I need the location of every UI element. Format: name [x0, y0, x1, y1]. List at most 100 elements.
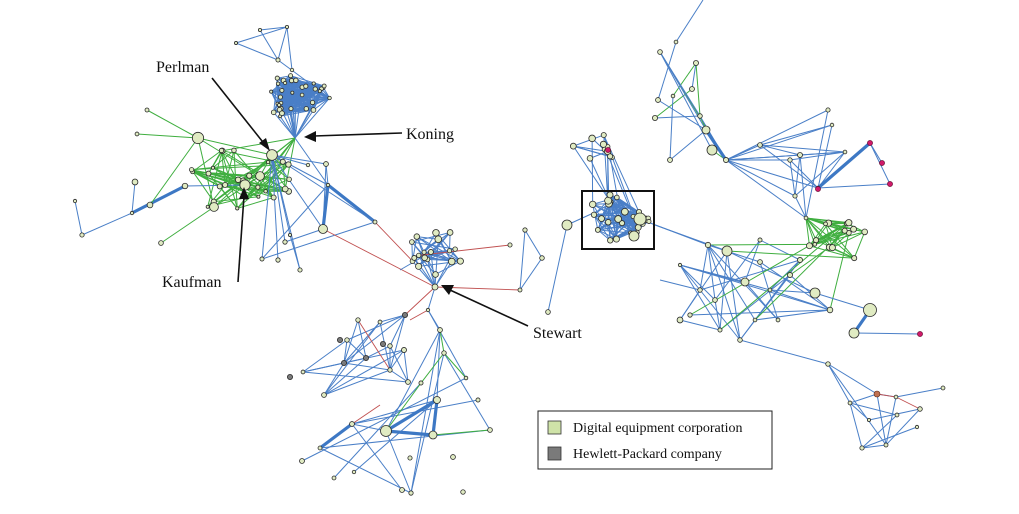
network-edge [854, 333, 920, 334]
network-node [275, 76, 279, 80]
network-node [722, 246, 732, 256]
legend-label-digital: Digital equipment corporation [573, 421, 743, 436]
network-node [713, 298, 718, 303]
network-node [147, 202, 153, 208]
network-node [373, 220, 377, 224]
network-node [862, 229, 868, 235]
network-node [310, 100, 314, 104]
network-node [432, 284, 438, 290]
network-edge [344, 363, 390, 370]
network-node [324, 162, 329, 167]
network-node [289, 78, 293, 82]
network-node [328, 96, 332, 100]
network-node [605, 147, 610, 152]
network-node [461, 490, 466, 495]
network-node [159, 241, 164, 246]
network-node [433, 229, 440, 236]
network-node [806, 243, 812, 249]
network-node [283, 240, 287, 244]
network-node [678, 263, 681, 266]
network-node [304, 107, 308, 111]
network-node [80, 233, 84, 237]
network-node [322, 393, 327, 398]
network-node [589, 201, 595, 207]
network-node [282, 186, 288, 192]
network-edge [236, 43, 278, 60]
network-edge [828, 364, 850, 403]
network-edge [655, 116, 700, 118]
network-node [884, 443, 888, 447]
network-node [402, 312, 407, 317]
network-node [918, 407, 923, 412]
network-node [301, 370, 305, 374]
network-node [608, 238, 613, 243]
network-edge [433, 430, 490, 435]
network-edge [320, 424, 352, 448]
network-node [276, 82, 279, 85]
network-edge [520, 230, 525, 290]
network-node [414, 234, 420, 240]
network-edge [670, 130, 706, 160]
network-node [381, 426, 392, 437]
network-edge [790, 160, 795, 196]
network-node [276, 258, 280, 262]
legend-swatch-digital [548, 421, 561, 434]
network-node [271, 195, 276, 200]
network-edge [132, 182, 135, 213]
network-node [570, 143, 576, 149]
network-node [591, 212, 596, 217]
network-node [860, 446, 864, 450]
network-node [256, 185, 260, 189]
network-node [287, 177, 292, 182]
network-edge [692, 63, 696, 89]
network-node [294, 78, 298, 82]
network-node [435, 236, 442, 243]
network-node [378, 320, 382, 324]
network-node [690, 87, 695, 92]
network-node [852, 256, 857, 261]
network-edge [726, 110, 828, 160]
network-node [287, 374, 292, 379]
network-node [702, 126, 710, 134]
network-node [289, 107, 293, 111]
network-edge [720, 224, 847, 330]
network-edge [328, 185, 375, 222]
network-node [319, 225, 328, 234]
network-edge [433, 400, 437, 435]
network-node [419, 381, 423, 385]
network-node [258, 28, 261, 31]
label-koning: Koning [406, 126, 454, 143]
network-node [658, 50, 663, 55]
network-node [260, 257, 264, 261]
network-node [447, 249, 451, 253]
network-node [271, 110, 276, 115]
network-node [277, 104, 280, 107]
network-node [289, 74, 293, 78]
network-node [830, 123, 834, 127]
network-edge [886, 409, 920, 445]
label-stewart: Stewart [533, 325, 582, 342]
network-node [232, 148, 237, 153]
network-edge [608, 151, 609, 222]
network-edge [375, 222, 413, 261]
network-node [915, 425, 918, 428]
network-node [599, 216, 605, 222]
network-node [412, 255, 417, 260]
network-node [621, 208, 628, 215]
network-edge [260, 30, 278, 60]
network-node [451, 455, 456, 460]
network-edge [680, 320, 720, 330]
network-node [311, 108, 316, 113]
network-node [851, 226, 857, 232]
network-edge [700, 245, 708, 290]
network-node [278, 95, 282, 99]
network-edge [320, 448, 411, 493]
network-node [589, 135, 596, 142]
network-node [787, 272, 792, 277]
network-edge [444, 353, 466, 378]
network-node [813, 243, 817, 247]
network-node [426, 308, 429, 311]
network-node [332, 476, 336, 480]
network-edge [132, 186, 185, 213]
network-node [615, 195, 620, 200]
